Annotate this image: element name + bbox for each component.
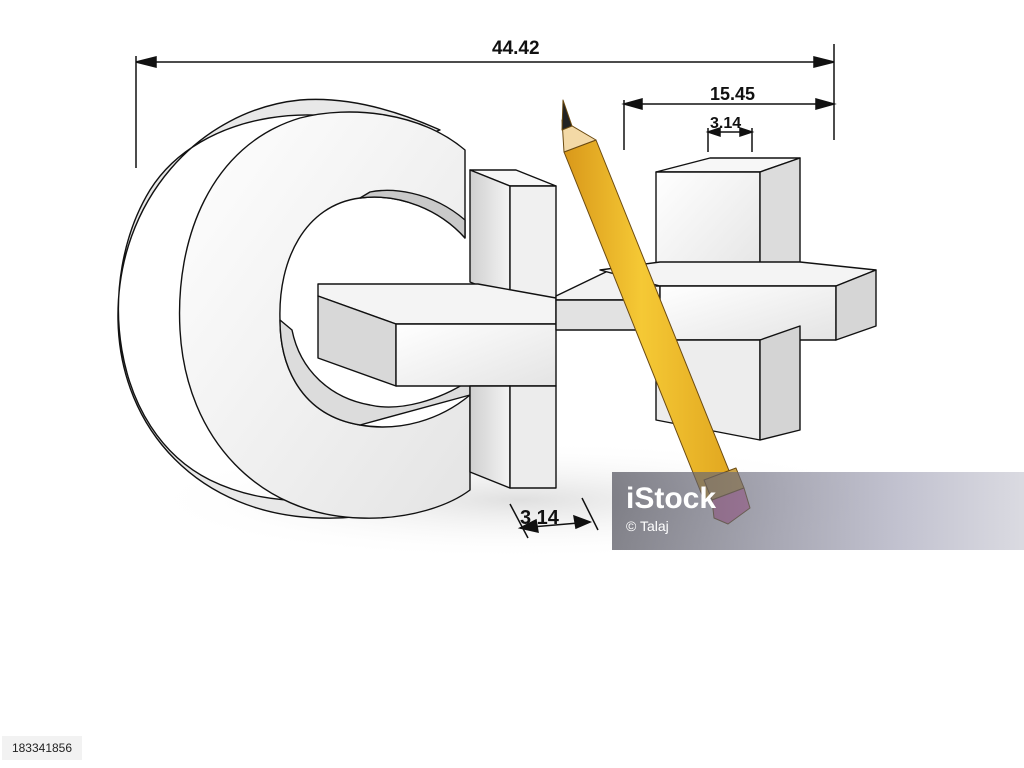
base-dimension (509, 497, 599, 539)
letter-c (117, 98, 471, 519)
first-plus-sign (317, 169, 661, 489)
plus-width-label: 15.45 (710, 84, 755, 104)
overall-dimension-label: 44.42 (492, 38, 540, 59)
photographer-credit: © Talaj (626, 518, 669, 534)
overall-dimension (135, 44, 835, 168)
second-plus-sign (599, 157, 877, 441)
plus-bar-dimension (705, 126, 755, 152)
watermark-band: iStock © Talaj (612, 472, 1024, 550)
istock-logo: iStock (626, 482, 717, 515)
base-dimension-label: 3.14 (520, 507, 560, 529)
plus-width-dimension (621, 98, 837, 150)
stock-id-badge: 183341856 (2, 736, 82, 760)
plus-bar-label: 3.14 (710, 115, 741, 132)
